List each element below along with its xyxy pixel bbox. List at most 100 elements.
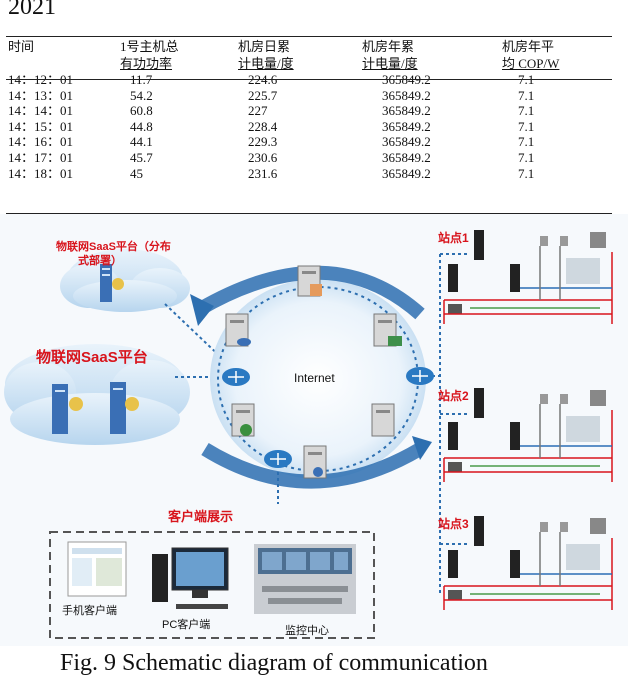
equipment-icon xyxy=(448,304,462,314)
table-cell: 7.1 xyxy=(518,103,535,119)
router-icon xyxy=(264,450,292,468)
arrow-bottom-head xyxy=(412,436,432,460)
table-cell: 225.7 xyxy=(248,87,278,103)
table-cell: 7.1 xyxy=(518,165,535,181)
mobile-client-icon xyxy=(67,541,127,597)
table-row: 14：18：01 45 231.6 365849.2 7.1 xyxy=(8,166,608,182)
equipment-icon xyxy=(448,550,458,578)
figure-caption: Fig. 9 Schematic diagram of communicatio… xyxy=(60,650,488,676)
table-cell: 14：18：01 xyxy=(8,165,74,181)
server-icon xyxy=(371,403,395,437)
arrow-bottom xyxy=(201,442,424,489)
table-cell: 365849.2 xyxy=(382,134,431,150)
equipment-icon xyxy=(540,394,548,404)
table-cell: 44.1 xyxy=(130,134,153,150)
table-cell: 7.1 xyxy=(518,118,535,134)
server-icon xyxy=(373,313,402,347)
label-site2: 站点2 xyxy=(438,388,469,403)
col-header-power: 1号主机总有功功率 xyxy=(120,39,179,71)
label-internet: Internet xyxy=(294,371,335,385)
table-cell: 365849.2 xyxy=(382,149,431,165)
table-cell: 231.6 xyxy=(248,165,278,181)
table-header-rule xyxy=(6,79,612,80)
table-cell: 54.2 xyxy=(130,87,153,103)
table-cell: 44.8 xyxy=(130,118,153,134)
server-icon xyxy=(303,445,327,479)
server-icon xyxy=(297,265,322,297)
table-cell: 14：14：01 xyxy=(8,103,74,119)
col-header-time: 时间 xyxy=(8,39,35,54)
equipment-icon xyxy=(560,522,568,532)
label-saas-distributed-2: 式部署） xyxy=(78,253,122,267)
table-cell: 365849.2 xyxy=(382,87,431,103)
label-pc-client: PC客户端 xyxy=(162,617,210,631)
equipment-icon xyxy=(560,394,568,404)
site-schematic-1: 站点1 xyxy=(438,230,613,324)
table-bottom-rule xyxy=(6,213,612,214)
table-cell: 14：17：01 xyxy=(8,149,74,165)
year-heading: 2021 xyxy=(8,0,56,20)
table-row: 14：17：01 45.7 230.6 365849.2 7.1 xyxy=(8,150,608,166)
pc-client-icon xyxy=(152,547,229,609)
table-header-row: 时间 1号主机总有功功率 机房日累计电量/度 机房年累计电量/度 机房年平均 C… xyxy=(8,38,608,72)
server-icon xyxy=(225,313,251,347)
table-cell: 45 xyxy=(130,165,143,181)
label-mobile-client: 手机客户端 xyxy=(62,603,117,617)
label-saas-main: 物联网SaaS平台 xyxy=(36,348,148,366)
equipment-icon xyxy=(510,264,520,292)
data-table: 时间 1号主机总有功功率 机房日累计电量/度 机房年累计电量/度 机房年平均 C… xyxy=(8,38,608,181)
equipment-icon xyxy=(510,550,520,578)
equipment-icon xyxy=(448,590,462,600)
col-header-daily: 机房日累计电量/度 xyxy=(238,39,294,71)
server-icon xyxy=(231,403,255,437)
router-icon xyxy=(406,367,434,385)
label-client-display: 客户端展示 xyxy=(168,509,233,524)
equipment-icon xyxy=(510,422,520,450)
equipment-icon xyxy=(566,416,600,442)
table-row: 14：15：01 44.8 228.4 365849.2 7.1 xyxy=(8,119,608,135)
table-cell: 227 xyxy=(248,103,268,119)
equipment-icon xyxy=(590,518,606,534)
site-schematic-3: 站点3 xyxy=(438,516,613,610)
equipment-icon xyxy=(474,230,484,260)
table-cell: 14：13：01 xyxy=(8,87,74,103)
label-saas-distributed-1: 物联网SaaS平台（分布 xyxy=(56,239,171,253)
equipment-icon xyxy=(448,422,458,450)
equipment-icon xyxy=(540,236,548,246)
table-cell: 365849.2 xyxy=(382,165,431,181)
equipment-icon xyxy=(448,264,458,292)
table-top-rule xyxy=(6,36,612,37)
cloud-saas-distributed xyxy=(60,249,190,312)
site-schematic-2: 站点2 xyxy=(438,388,613,482)
server-icon xyxy=(52,382,139,434)
table-cell: 365849.2 xyxy=(382,118,431,134)
table-cell: 228.4 xyxy=(248,118,278,134)
col-header-cop: 机房年平均 COP/W xyxy=(502,39,560,71)
table-cell: 229.3 xyxy=(248,134,278,150)
table-cell: 365849.2 xyxy=(382,103,431,119)
equipment-icon xyxy=(590,390,606,406)
table-cell: 230.6 xyxy=(248,149,278,165)
equipment-icon xyxy=(448,462,462,472)
monitoring-center-icon xyxy=(254,544,356,614)
equipment-icon xyxy=(566,258,600,284)
table-cell: 7.1 xyxy=(518,87,535,103)
equipment-icon xyxy=(540,522,548,532)
table-cell: 45.7 xyxy=(130,149,153,165)
communication-diagram: 物联网SaaS平台（分布 式部署） 物联网SaaS平台 Internet xyxy=(0,214,628,646)
table-row: 14：13：01 54.2 225.7 365849.2 7.1 xyxy=(8,88,608,104)
arrow-top-head xyxy=(190,294,214,326)
table-cell: 14：15：01 xyxy=(8,118,74,134)
equipment-icon xyxy=(590,232,606,248)
table-cell: 7.1 xyxy=(518,134,535,150)
label-monitoring-center: 监控中心 xyxy=(285,623,329,637)
router-icon xyxy=(222,368,250,386)
table-cell: 7.1 xyxy=(518,149,535,165)
client-box xyxy=(49,531,375,639)
server-icon xyxy=(100,264,124,302)
label-site1: 站点1 xyxy=(438,230,469,245)
equipment-icon xyxy=(474,388,484,418)
equipment-icon xyxy=(566,544,600,570)
